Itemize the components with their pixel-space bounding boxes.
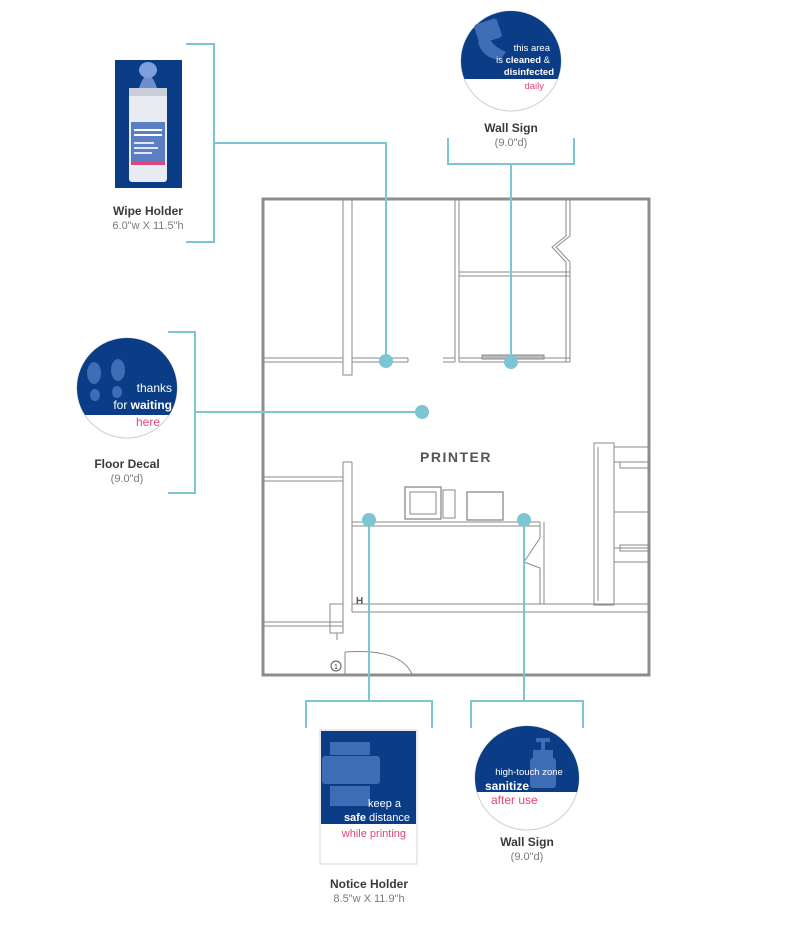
leader-floor-decal xyxy=(168,331,196,494)
floor-decal-line2: for waiting xyxy=(113,398,172,412)
leader-lines xyxy=(168,43,584,728)
printer-icon xyxy=(322,742,380,806)
wall-sign-bottom-title: Wall Sign xyxy=(500,835,554,849)
partition-bottom-left xyxy=(263,461,649,640)
leader-notice-holder xyxy=(305,700,433,728)
notice-holder-line1: keep a xyxy=(368,798,402,810)
floor-decal-title: Floor Decal xyxy=(94,457,159,471)
wall-sign-bottom-line3: after use xyxy=(491,793,538,807)
notice-holder-line2: safe distance xyxy=(344,812,410,824)
marker-wall-sign-bottom xyxy=(517,513,531,527)
leader-wipe-holder-stem xyxy=(214,142,387,361)
notice-holder-title: Notice Holder xyxy=(330,877,408,891)
floor-decal-size: (9.0"d) xyxy=(111,473,144,485)
leader-wall-sign-bottom xyxy=(470,700,584,728)
wall-sign-bottom: high-touch zone sanitize after use xyxy=(474,725,580,831)
door-number-marker: 1 xyxy=(330,660,342,672)
hand-wipe-icon xyxy=(474,18,506,60)
wall-sign-bottom-size: (9.0"d) xyxy=(511,851,544,863)
printer-counter xyxy=(352,486,545,604)
floor-decal: thanks for waiting here xyxy=(76,337,178,439)
notice-holder: keep a safe distance while printing xyxy=(319,729,418,865)
door-number-label: 1 xyxy=(334,664,338,671)
marker-notice-holder xyxy=(362,513,376,527)
room-label: PRINTER xyxy=(420,449,492,465)
cubicles-top-right xyxy=(443,200,571,363)
marker-wall-sign-top xyxy=(504,355,518,369)
notice-holder-line3: while printing xyxy=(341,828,406,840)
wipe-holder-title: Wipe Holder xyxy=(113,204,183,218)
wall-sign-top-title: Wall Sign xyxy=(484,121,538,135)
wall-sign-bottom-line2: sanitize xyxy=(485,779,529,793)
room-plan xyxy=(261,197,651,677)
wall-sign-top: this area is cleaned & disinfected daily xyxy=(460,10,562,112)
wall-sign-bottom-line1: high-touch zone xyxy=(495,767,563,778)
sanitizer-bottle-icon xyxy=(530,738,556,788)
marker-wipe-holder xyxy=(379,354,393,368)
marker-floor-decal xyxy=(415,405,429,419)
footprints-icon xyxy=(87,359,125,401)
shelving-right xyxy=(593,442,649,606)
floor-decal-line1: thanks xyxy=(137,381,172,395)
door-marker-label: H xyxy=(356,596,363,607)
wall-sign-top-line1: this area xyxy=(514,43,551,54)
wall-sign-top-line4: daily xyxy=(524,81,544,92)
wipe-holder-size: 6.0"w X 11.5"h xyxy=(112,220,183,232)
wall-sign-top-size: (9.0"d) xyxy=(495,137,528,149)
door-swing xyxy=(344,650,413,675)
notice-holder-size: 8.5"w X 11.9"h xyxy=(333,893,404,905)
placement-markers xyxy=(362,354,531,527)
floor-decal-line3: here xyxy=(136,415,160,429)
room-outer-wall xyxy=(261,197,651,677)
leader-wipe-holder xyxy=(186,43,215,243)
wipe-holder-product xyxy=(115,60,182,188)
wall-sign-top-line3: disinfected xyxy=(504,67,554,78)
wall-sign-top-line2: is cleaned & xyxy=(496,55,551,66)
